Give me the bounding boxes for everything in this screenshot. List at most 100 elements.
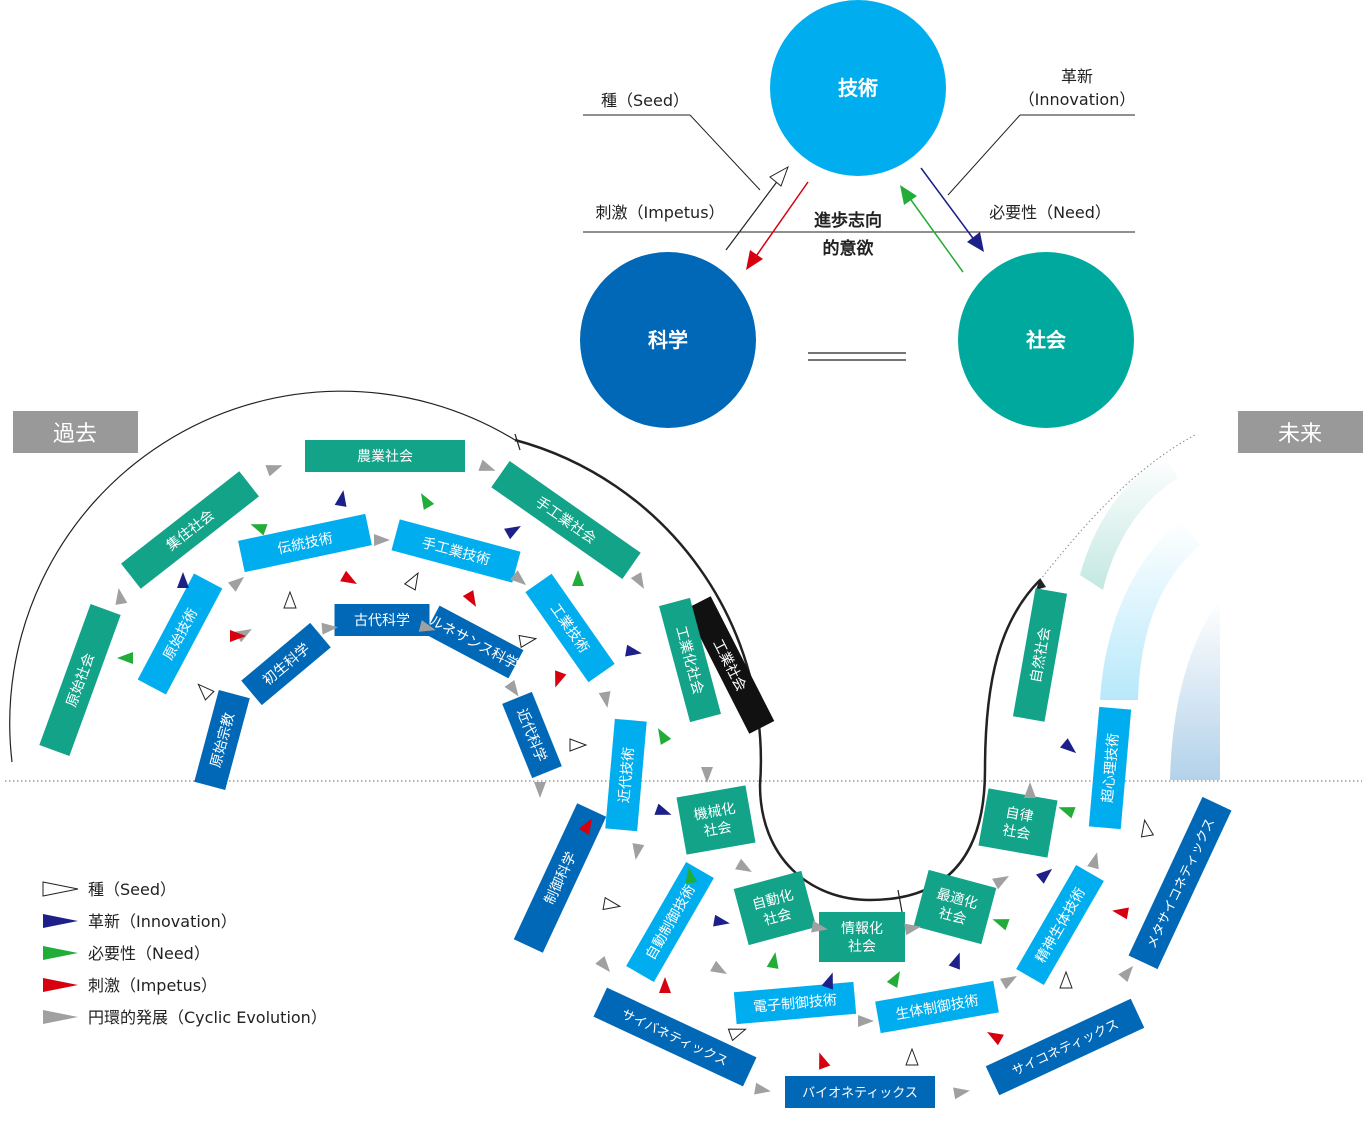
legend-label-2: 必要性（Need）: [88, 944, 210, 963]
top-triangle-diagram: 技術 科学 社会 進歩志向 的意欲 種（Seed） 刺激（Impetus） 革新…: [580, 0, 1135, 428]
flow-marker-37: [1058, 807, 1076, 819]
science-segment-3: ルネサンス科学: [424, 605, 524, 679]
flow-marker-8: [992, 876, 1009, 890]
flow-marker-66: [1140, 818, 1155, 838]
flow-marker-12: [510, 570, 527, 586]
innovation-label-line2: （Innovation）: [1019, 90, 1136, 109]
science-segment-label: バイオネティックス: [802, 1086, 918, 1101]
seed-arrow: [725, 165, 789, 251]
flow-marker-40: [504, 526, 521, 540]
technology-segment-box: [1016, 865, 1104, 985]
flow-marker-23: [534, 782, 546, 798]
technology-segment-8: 精神生体技術: [1016, 865, 1104, 985]
flow-marker-61: [569, 738, 588, 752]
flow-marker-6: [811, 920, 828, 933]
flow-marker-26: [953, 1087, 970, 1100]
society-segment-8: 最適化社会: [913, 869, 997, 945]
society-segment-9: 自律社会: [978, 788, 1058, 858]
legend-marker-4: [43, 1010, 78, 1024]
flow-marker-65: [1059, 970, 1073, 989]
future-society-fade: [1080, 455, 1178, 590]
science-segment-0: 原始宗教: [194, 689, 250, 791]
society-segment-box: [1012, 588, 1068, 722]
technology-segment-0: 原始技術: [137, 573, 223, 695]
flow-marker-18: [1087, 852, 1099, 870]
society-segment-0: 原始社会: [39, 604, 121, 756]
flow-marker-45: [948, 952, 960, 970]
technology-segment-label: 電子制御技術: [753, 992, 838, 1015]
technology-segment-label: 超心理技術: [1100, 733, 1122, 804]
science-segment-8: サイコネティックス: [985, 998, 1145, 1096]
technology-segment-4: 近代技術: [605, 718, 647, 832]
science-segment-box: [593, 987, 757, 1087]
flow-marker-36: [992, 919, 1010, 931]
flow-marker-13: [598, 691, 611, 708]
flow-marker-54: [819, 1052, 831, 1070]
technology-segment-box: [525, 573, 615, 683]
flow-marker-48: [230, 630, 246, 642]
technology-segment-box: [391, 519, 521, 583]
need-arrow: [900, 185, 964, 273]
flow-marker-34: [766, 952, 779, 969]
flow-marker-25: [754, 1082, 771, 1095]
society-segment-box: [913, 869, 997, 945]
science-segment-box: [1128, 796, 1232, 970]
impetus-label: 刺激（Impetus）: [595, 203, 724, 222]
society-segment-7: 情報化社会: [819, 912, 905, 962]
flow-marker-16: [858, 1015, 874, 1027]
legend-label-1: 革新（Innovation）: [88, 912, 237, 931]
society-segment-box: [819, 912, 905, 962]
flow-marker-32: [658, 728, 672, 745]
flow-marker-42: [654, 803, 672, 815]
markers-layer: [115, 459, 1155, 1100]
technology-segment-box: [1088, 706, 1132, 830]
science-segment-1: 初生科学: [241, 622, 331, 706]
flow-marker-55: [987, 1032, 1004, 1046]
society-segment-label: 機械化社会: [693, 801, 740, 842]
impetus-arrow: [746, 181, 809, 270]
science-segment-box: [513, 803, 607, 953]
science-segment-label: メタサイコネティックス: [1145, 816, 1219, 951]
flow-marker-56: [1112, 907, 1129, 920]
flow-marker-1: [265, 465, 283, 477]
flow-marker-43: [713, 914, 730, 927]
technology-segment-label: 近代技術: [617, 746, 638, 803]
shakai-circle: [958, 252, 1134, 428]
technology-segment-9: 超心理技術: [1088, 706, 1132, 830]
flow-marker-47: [1060, 738, 1077, 754]
future-tag: 未来: [1238, 411, 1363, 453]
past-tag-label: 過去: [53, 422, 97, 447]
flow-marker-17: [1000, 976, 1017, 990]
flow-marker-30: [421, 493, 435, 510]
flow-marker-46: [1036, 868, 1053, 884]
past-tag: 過去: [13, 411, 138, 453]
flow-marker-24: [595, 956, 611, 973]
flow-marker-33: [685, 867, 698, 884]
future-science-fade: [1170, 600, 1220, 780]
science-segment-7: バイオネティックス: [785, 1076, 935, 1108]
flow-marker-53: [659, 977, 671, 993]
science-segment-2: 古代科学: [334, 604, 430, 636]
society-segment-2: 農業社会: [305, 440, 465, 472]
flow-marker-22: [504, 680, 519, 697]
society-segment-box: [659, 597, 721, 723]
legend: 種（Seed）革新（Innovation）必要性（Need）刺激（Impetus…: [42, 880, 327, 1027]
future-technology-fade: [1100, 520, 1200, 700]
flow-marker-0: [115, 588, 128, 605]
flow-marker-39: [334, 490, 347, 507]
flow-marker-49: [340, 570, 357, 584]
society-segment-box: [978, 788, 1058, 858]
society-segment-box: [305, 440, 465, 472]
flow-marker-64: [905, 1047, 919, 1066]
flow-marker-11: [374, 534, 390, 546]
legend-marker-0: [42, 881, 79, 897]
flow-marker-60: [518, 634, 538, 649]
legend-label-3: 刺激（Impetus）: [88, 976, 217, 995]
society-segment-6: 自動化社会: [733, 870, 817, 946]
technology-segment-7: 生体制御技術: [875, 980, 999, 1034]
society-segment-box: [121, 471, 259, 589]
shakai-label: 社会: [1025, 328, 1066, 352]
technology-segment-box: [605, 718, 647, 832]
flow-marker-31: [572, 570, 584, 586]
